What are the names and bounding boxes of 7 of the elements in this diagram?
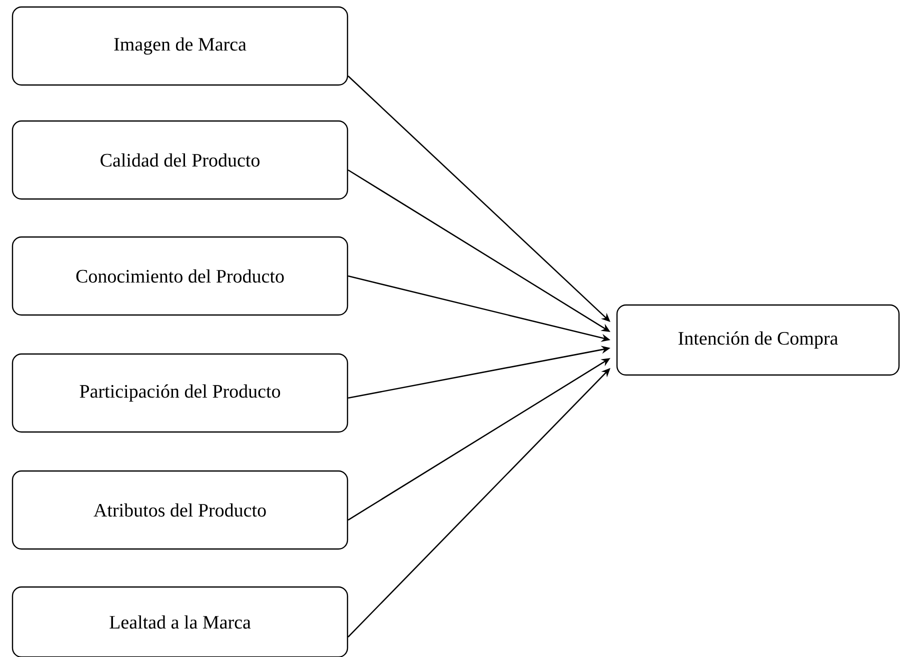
concept-box: Imagen de Marca — [12, 6, 348, 86]
concept-box: Lealtad a la Marca — [12, 586, 348, 657]
concept-box: Calidad del Producto — [12, 120, 348, 200]
concept-box: Atributos del Producto — [12, 470, 348, 550]
concept-box: Intención de Compra — [616, 304, 900, 376]
concept-box: Participación del Producto — [12, 353, 348, 433]
concept-box: Conocimiento del Producto — [12, 236, 348, 316]
